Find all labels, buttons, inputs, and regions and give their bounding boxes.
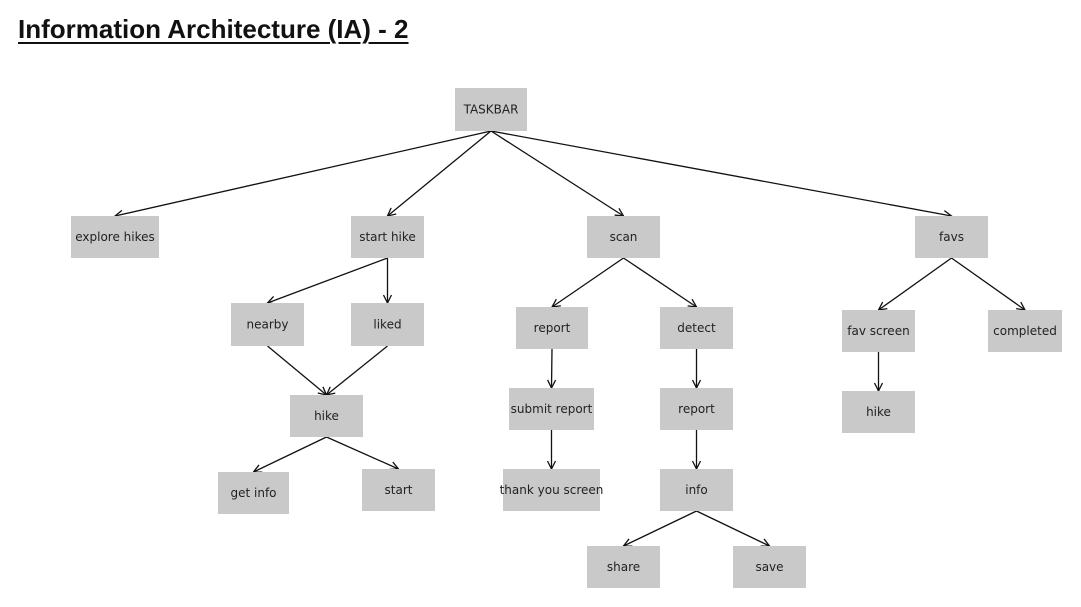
edge-taskbar-to-scan xyxy=(490,130,624,216)
node-report-scan: report xyxy=(516,307,588,349)
node-label: favs xyxy=(939,230,964,244)
node-label: info xyxy=(685,483,708,497)
edge-hike-main-to-start xyxy=(326,436,399,469)
node-box xyxy=(587,546,660,588)
edge-favs-to-completed xyxy=(951,257,1026,310)
node-scan: scan xyxy=(587,216,660,258)
node-label: nearby xyxy=(247,318,289,332)
edge-favs-to-fav-screen xyxy=(879,257,952,310)
node-box xyxy=(915,216,988,258)
node-start-hike: start hike xyxy=(351,216,424,258)
node-box xyxy=(660,388,733,430)
node-start: start xyxy=(362,469,435,511)
node-label: share xyxy=(607,560,640,574)
node-label: save xyxy=(755,560,783,574)
node-label: explore hikes xyxy=(75,230,155,244)
edge-nearby-to-hike-main xyxy=(267,345,327,395)
edge-info-to-save xyxy=(696,510,770,546)
node-hike-fav: hike xyxy=(842,391,915,433)
node-label: start hike xyxy=(359,230,416,244)
node-taskbar: TASKBAR xyxy=(455,88,527,131)
node-liked: liked xyxy=(351,303,424,346)
node-thank-you-screen: thank you screen xyxy=(500,469,604,511)
node-detect: detect xyxy=(660,307,733,349)
node-box xyxy=(660,469,733,511)
node-label: thank you screen xyxy=(500,483,604,497)
node-label: report xyxy=(534,321,571,335)
node-box xyxy=(509,388,594,430)
node-box xyxy=(842,391,915,433)
node-favs: favs xyxy=(915,216,988,258)
node-save: save xyxy=(733,546,806,588)
node-label: hike xyxy=(866,405,891,419)
node-nearby: nearby xyxy=(231,303,304,346)
node-label: report xyxy=(678,402,715,416)
node-box xyxy=(231,303,304,346)
edge-taskbar-to-explore-hikes xyxy=(115,130,492,216)
edge-taskbar-to-favs xyxy=(490,130,952,216)
node-box xyxy=(455,88,527,131)
node-label: scan xyxy=(610,230,638,244)
node-explore-hikes: explore hikes xyxy=(71,216,159,258)
node-label: submit report xyxy=(511,402,593,416)
nodes-layer: TASKBAR explore hikes start hike scan favs ne… xyxy=(71,88,1062,588)
edge-start-hike-to-nearby xyxy=(268,257,388,303)
node-box xyxy=(362,469,435,511)
node-label: get info xyxy=(230,486,276,500)
edge-hike-main-to-get-info xyxy=(254,436,327,472)
node-label: liked xyxy=(373,318,401,332)
node-report-detect: report xyxy=(660,388,733,430)
edge-taskbar-to-start-hike xyxy=(388,130,492,216)
node-box xyxy=(988,310,1062,352)
node-box xyxy=(733,546,806,588)
node-label: detect xyxy=(677,321,716,335)
node-label: completed xyxy=(993,324,1057,338)
node-label: fav screen xyxy=(847,324,909,338)
edge-report-scan-to-submit-report xyxy=(552,348,553,388)
node-box xyxy=(503,469,600,511)
node-get-info: get info xyxy=(218,472,289,514)
node-label: start xyxy=(385,483,413,497)
node-fav-screen: fav screen xyxy=(842,310,915,352)
node-box xyxy=(842,310,915,352)
edge-info-to-share xyxy=(624,510,697,546)
node-hike-main: hike xyxy=(290,395,363,437)
node-box xyxy=(660,307,733,349)
node-label: hike xyxy=(314,409,339,423)
node-share: share xyxy=(587,546,660,588)
node-box xyxy=(71,216,159,258)
page-title: Information Architecture (IA) - 2 xyxy=(18,14,409,44)
edges-layer xyxy=(115,130,1026,546)
edge-scan-to-report-scan xyxy=(552,257,624,307)
node-box xyxy=(587,216,660,258)
edge-liked-to-hike-main xyxy=(327,345,388,395)
node-box xyxy=(218,472,289,514)
node-box xyxy=(351,303,424,346)
node-label: TASKBAR xyxy=(463,103,519,117)
edge-scan-to-detect xyxy=(623,257,697,307)
node-submit-report: submit report xyxy=(509,388,594,430)
node-box xyxy=(516,307,588,349)
node-box xyxy=(290,395,363,437)
node-info: info xyxy=(660,469,733,511)
node-box xyxy=(351,216,424,258)
node-completed: completed xyxy=(988,310,1062,352)
